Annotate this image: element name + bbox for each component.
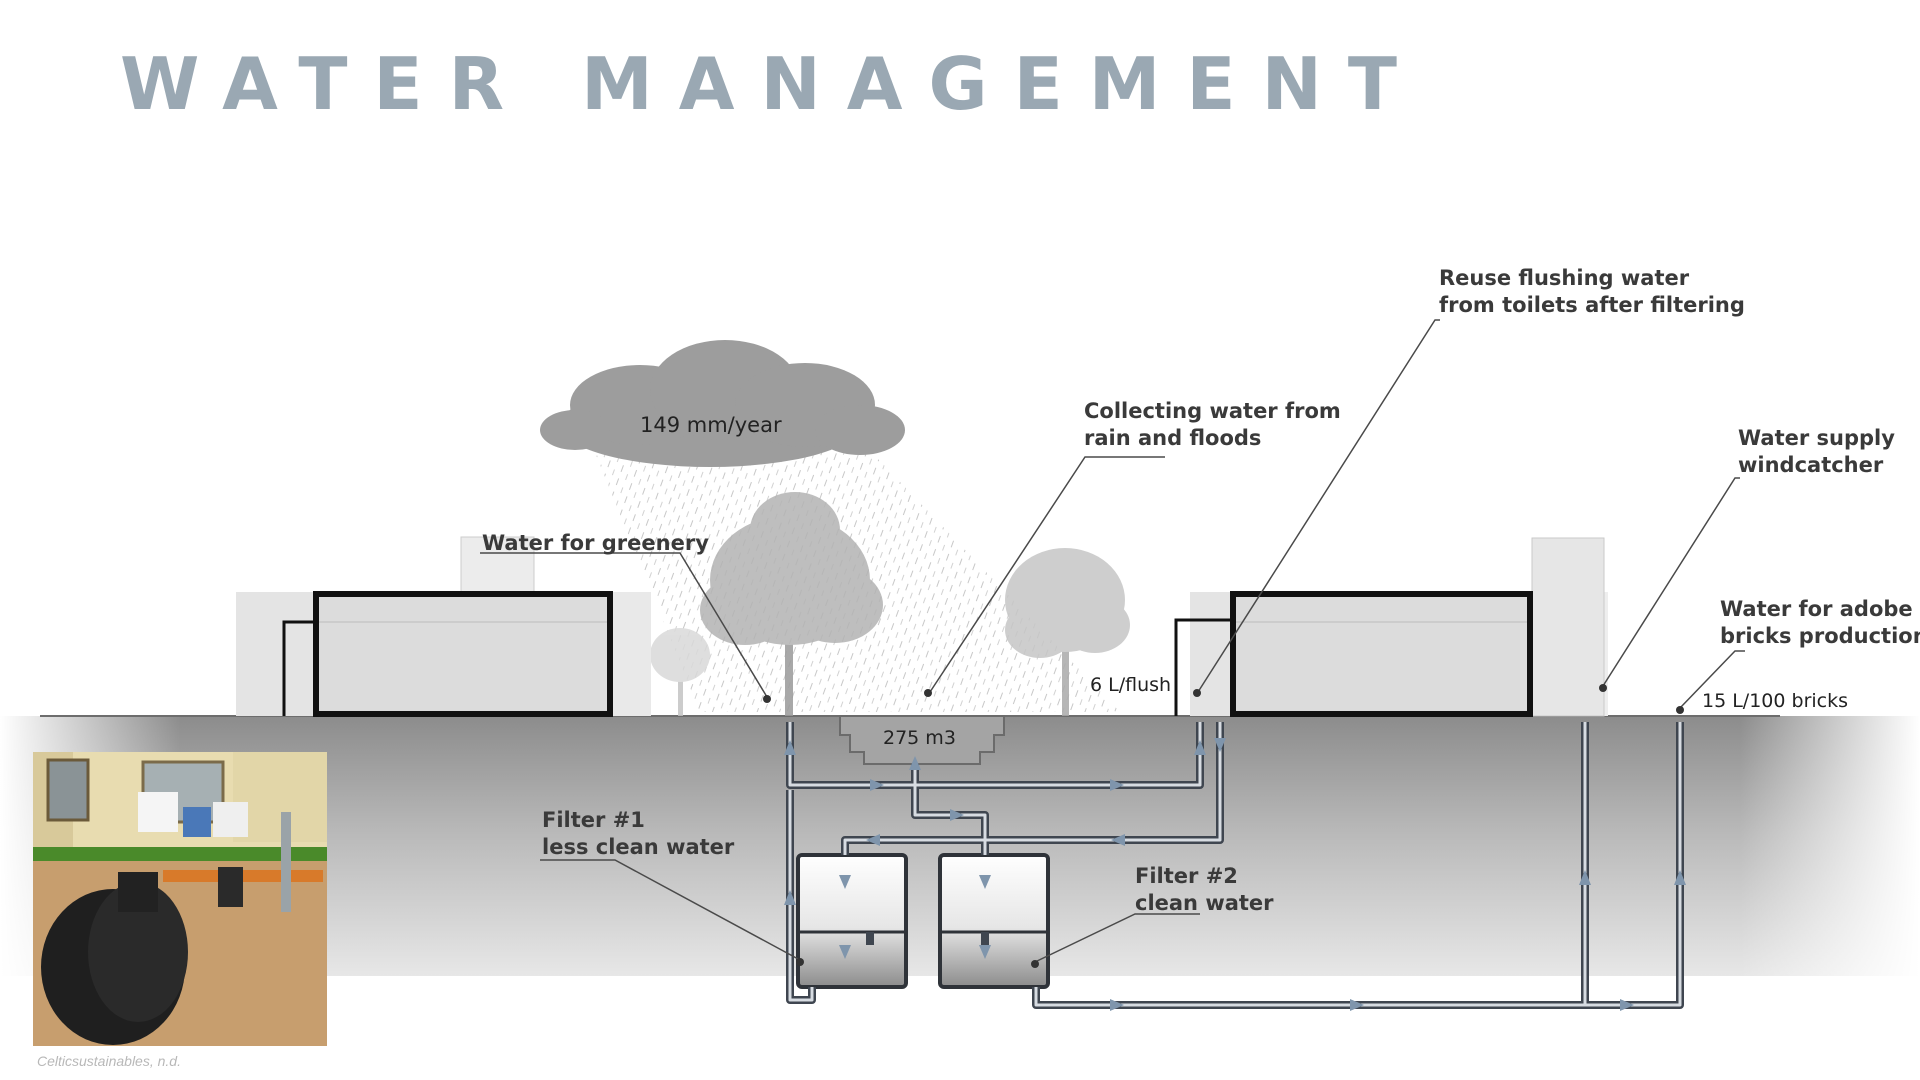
reservoir-basin (839, 715, 1005, 765)
flow-arrow (979, 875, 991, 889)
flow-arrow (839, 875, 851, 889)
flow-arrow (1214, 738, 1226, 752)
rain-cloud (540, 340, 905, 467)
label-filter2-line2: clean water (1135, 891, 1274, 915)
flow-arrows (784, 738, 1686, 1011)
filter-tank-2 (938, 853, 1050, 989)
right-building (1174, 537, 1608, 717)
tree-illustration (650, 628, 710, 716)
flow-arrow (1620, 999, 1634, 1011)
label-filter1-line1: Filter #1 (542, 808, 645, 832)
flow-arrow (1111, 834, 1125, 846)
image-credit: Celticsustainables, n.d. (37, 1053, 181, 1069)
flow-arrow (1110, 999, 1124, 1011)
bricks-water-volume: 15 L/100 bricks (1702, 690, 1848, 712)
flow-arrow (1350, 999, 1364, 1011)
label-adobe-bricks-line1: Water for adobe (1720, 597, 1913, 621)
flow-arrow (784, 890, 796, 905)
leader-dots (763, 684, 1684, 968)
label-collecting-water-line2: rain and floods (1084, 426, 1261, 450)
label-water-supply-line2: windcatcher (1738, 453, 1884, 477)
flow-arrow (839, 945, 851, 959)
page-title: WATER MANAGEMENT (120, 42, 1423, 126)
label-filter2-line1: Filter #2 (1135, 864, 1238, 888)
label-reuse-flushing-line1: Reuse flushing water (1439, 266, 1690, 290)
flow-arrow (784, 740, 796, 755)
flow-arrow (950, 809, 964, 821)
rainfall-value: 149 mm/year (640, 413, 782, 437)
left-building (236, 536, 651, 717)
flow-arrow (909, 756, 921, 770)
underground-tank-photo (33, 752, 327, 1046)
flow-arrow (1674, 870, 1686, 885)
leader-lines (480, 319, 1745, 963)
flow-arrow (1110, 779, 1124, 791)
label-adobe-bricks-line2: bricks production (1720, 624, 1920, 648)
flow-arrow (1194, 740, 1206, 755)
tree-illustration (700, 492, 883, 716)
filter-tank-1 (796, 853, 908, 989)
tree-illustration (1005, 548, 1130, 716)
flush-volume: 6 L/flush (1090, 674, 1171, 696)
reservoir-capacity: 275 m3 (883, 727, 956, 749)
flow-arrow (979, 945, 991, 959)
flow-arrow (1579, 870, 1591, 885)
label-collecting-water-line1: Collecting water from (1084, 399, 1341, 423)
flow-arrow (866, 834, 880, 846)
flow-arrow (870, 779, 884, 791)
label-water-for-greenery: Water for greenery (482, 531, 709, 555)
label-filter1-line2: less clean water (542, 835, 735, 859)
label-reuse-flushing-line2: from toilets after filtering (1439, 293, 1745, 317)
label-water-supply-line1: Water supply (1738, 426, 1895, 450)
